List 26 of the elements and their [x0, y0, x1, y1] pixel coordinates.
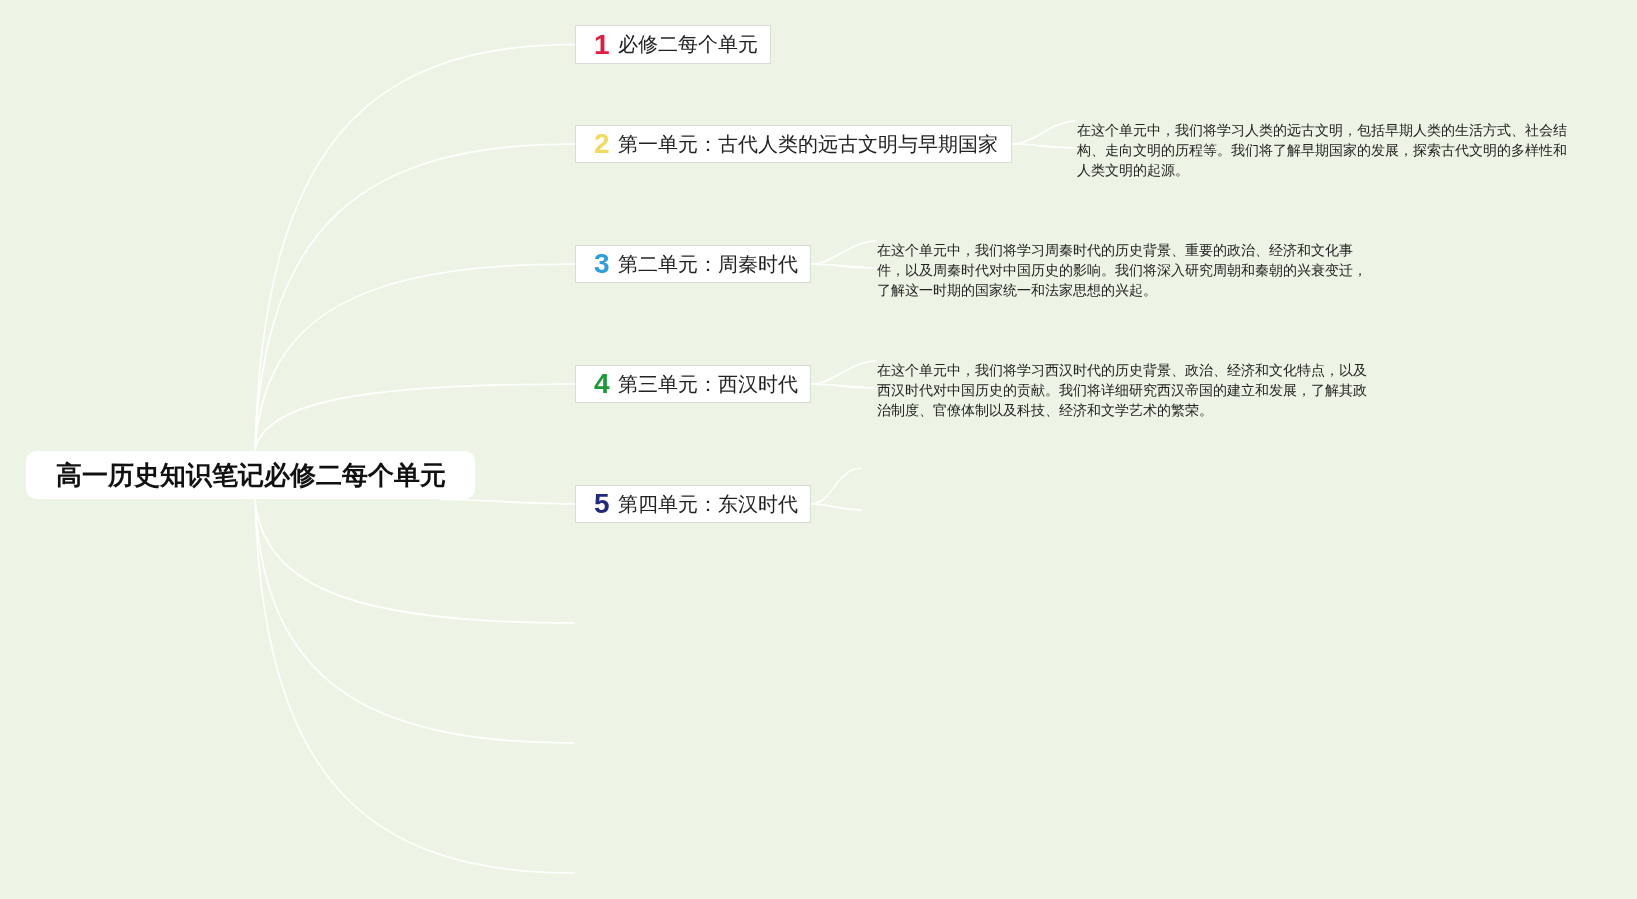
topic-box [575, 25, 771, 64]
branch-line [439, 498, 576, 505]
description-text: 在这个单元中，我们将学习西汉时代的历史背景、政治、经济和文化特点，以及西汉时代对中国历史的贡献。我们将详细研究西汉帝国的建立和发展，了解其政治制度、官僚体制以及科技、经济和文学艺术的繁荣。 [877, 360, 1377, 420]
branch-line [254, 383, 576, 452]
description-text: 在这个单元中，我们将学习人类的远古文明，包括早期人类的生活方式、社会结构、走向文明的历程等。我们将了解早期国家的发展，探索古代文明的多样性和人类文明的起源。 [1077, 120, 1577, 180]
number-label: 2 [594, 128, 610, 160]
root-title: 高一历史知识笔记必修二每个单元 [55, 458, 446, 492]
topic-title: 第一单元：古代人类的远古文明与早期国家 [617, 130, 998, 158]
description-text: 在这个单元中，我们将学习周秦时代的历史背景、重要的政治、经济和文化事件，以及周秦时代对中国历史的影响。我们将深入研究周朝和秦朝的兴衰变迁，了解这一时期的国家统一和法家思想的兴起。 [877, 240, 1377, 300]
number-label: 3 [594, 248, 610, 280]
topic-title: 第三单元：西汉时代 [617, 370, 798, 398]
branch-line [810, 240, 878, 265]
number-label: 5 [594, 488, 610, 520]
branch-line [1011, 120, 1078, 145]
number-label: 4 [594, 368, 610, 400]
topic-title: 第四单元：东汉时代 [617, 490, 798, 518]
topic-box [575, 125, 1012, 163]
topic-box [575, 485, 811, 523]
topic-title: 必修二每个单元 [617, 31, 758, 58]
topic-box [575, 245, 811, 283]
number-label: 1 [594, 28, 610, 61]
root-topic-box [26, 451, 475, 499]
topic-title: 第二单元：周秦时代 [617, 250, 798, 278]
branch-line [810, 503, 863, 511]
topic-box [575, 365, 811, 403]
branch-line [810, 360, 878, 385]
